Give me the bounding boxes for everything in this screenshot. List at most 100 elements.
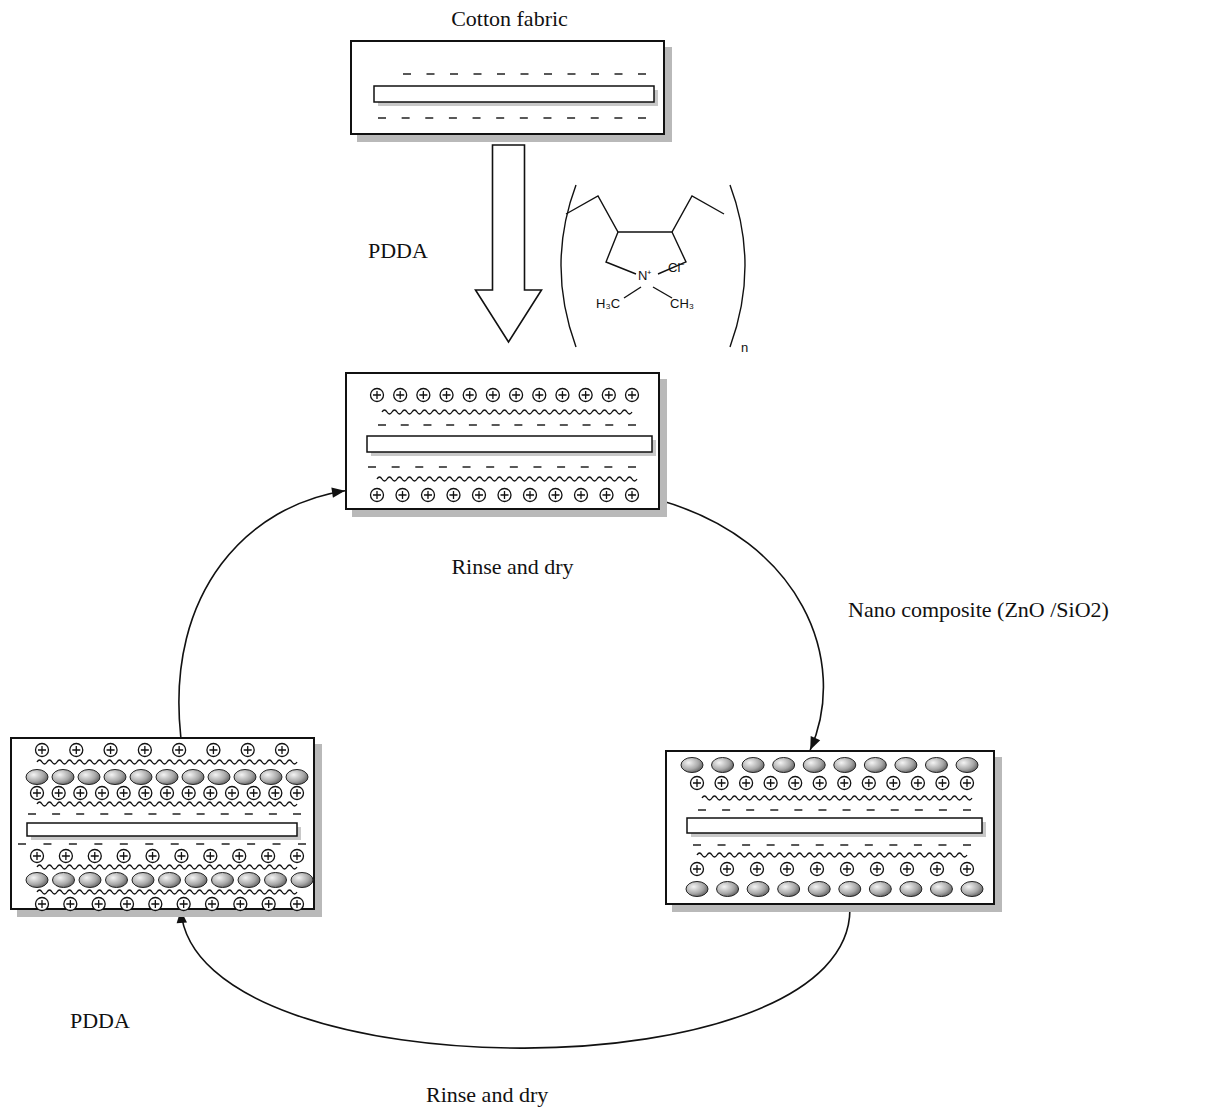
positive-charge bbox=[740, 777, 753, 790]
bracket bbox=[730, 185, 745, 347]
positive-charge bbox=[626, 389, 639, 402]
negative-charge bbox=[557, 466, 565, 467]
negative-charge bbox=[840, 844, 848, 845]
step-label: Nano composite (ZnO /SiO2) bbox=[848, 597, 1109, 623]
negative-charge bbox=[273, 843, 281, 844]
negative-charge bbox=[293, 813, 301, 814]
curved-arrow bbox=[660, 500, 823, 750]
negative-charge bbox=[767, 844, 775, 845]
positive-charge bbox=[59, 850, 72, 863]
positive-charge bbox=[862, 777, 875, 790]
positive-charge bbox=[262, 898, 275, 911]
positive-charge bbox=[718, 779, 726, 787]
positive-charge bbox=[396, 391, 404, 399]
positive-charge bbox=[173, 744, 186, 757]
negative-charge bbox=[196, 843, 204, 844]
pdda-chain bbox=[37, 760, 297, 764]
repeat-index: n bbox=[741, 340, 748, 355]
arrowhead bbox=[331, 487, 345, 497]
negative-charge bbox=[401, 424, 409, 425]
positive-charge bbox=[843, 865, 851, 873]
nanoparticle bbox=[265, 873, 287, 888]
negative-charge bbox=[43, 843, 51, 844]
negative-charge bbox=[818, 809, 826, 810]
nanoparticle bbox=[956, 758, 978, 773]
positive-charge bbox=[603, 491, 611, 499]
positive-charge bbox=[293, 900, 301, 908]
positive-charge bbox=[501, 491, 509, 499]
nanoparticle bbox=[717, 882, 739, 897]
negative-charge bbox=[544, 73, 552, 74]
positive-charge bbox=[293, 789, 301, 797]
positive-charge bbox=[91, 852, 99, 860]
positive-charge bbox=[36, 744, 49, 757]
positive-charge bbox=[209, 746, 217, 754]
positive-charge bbox=[139, 787, 152, 800]
positive-charge bbox=[264, 852, 272, 860]
positive-charge bbox=[276, 744, 289, 757]
positive-charge bbox=[447, 489, 460, 502]
nanoparticle bbox=[185, 873, 207, 888]
negative-charge bbox=[427, 73, 435, 74]
positive-charge bbox=[887, 777, 900, 790]
positive-charge bbox=[524, 489, 537, 502]
connector bbox=[177, 905, 850, 1048]
positive-charge bbox=[371, 489, 384, 502]
positive-charge bbox=[605, 391, 613, 399]
nanoparticle bbox=[238, 873, 260, 888]
negative-charge bbox=[378, 424, 386, 425]
positive-charge bbox=[117, 850, 130, 863]
positive-charge bbox=[489, 391, 497, 399]
negative-charge bbox=[533, 466, 541, 467]
negative-charge bbox=[567, 117, 575, 118]
positive-charge bbox=[840, 779, 848, 787]
positive-charge bbox=[911, 777, 924, 790]
negative-charge bbox=[638, 117, 646, 118]
negative-charge bbox=[583, 424, 591, 425]
positive-charge bbox=[123, 900, 131, 908]
positive-charge bbox=[180, 900, 188, 908]
positive-charge bbox=[55, 789, 63, 797]
nanoparticle bbox=[208, 770, 230, 785]
positive-charge bbox=[463, 389, 476, 402]
negative-charge bbox=[486, 466, 494, 467]
positive-charge bbox=[107, 746, 115, 754]
positive-charge bbox=[66, 900, 74, 908]
positive-charge bbox=[811, 863, 824, 876]
positive-charge bbox=[52, 787, 65, 800]
positive-charge bbox=[751, 863, 764, 876]
positive-charge bbox=[575, 489, 588, 502]
positive-charge bbox=[873, 865, 881, 873]
nanoparticle bbox=[156, 770, 178, 785]
negative-charge bbox=[520, 117, 528, 118]
negative-charge bbox=[497, 73, 505, 74]
panel-box bbox=[10, 737, 315, 910]
positive-charge bbox=[510, 389, 523, 402]
negative-charge bbox=[638, 73, 646, 74]
nanoparticle bbox=[864, 758, 886, 773]
nanoparticle bbox=[234, 770, 256, 785]
positive-charge bbox=[579, 389, 592, 402]
pdda-chain bbox=[37, 802, 297, 806]
negative-charge bbox=[510, 466, 518, 467]
positive-charge bbox=[62, 852, 70, 860]
negative-charge bbox=[514, 424, 522, 425]
pdda-chain bbox=[382, 410, 632, 414]
nanoparticle bbox=[104, 770, 126, 785]
positive-charge bbox=[70, 744, 83, 757]
nanoparticle bbox=[895, 758, 917, 773]
negative-charge bbox=[474, 73, 482, 74]
connector bbox=[476, 145, 542, 342]
methyl-bond bbox=[624, 287, 641, 298]
positive-charge bbox=[424, 491, 432, 499]
positive-charge bbox=[31, 850, 44, 863]
positive-charge bbox=[250, 789, 258, 797]
positive-charge bbox=[556, 389, 569, 402]
negative-charge bbox=[247, 843, 255, 844]
panel-heading: Cotton fabric bbox=[451, 6, 568, 32]
nanoparticle bbox=[961, 882, 983, 897]
nanoparticle bbox=[930, 882, 952, 897]
connector bbox=[179, 487, 345, 737]
positive-charge bbox=[76, 789, 84, 797]
